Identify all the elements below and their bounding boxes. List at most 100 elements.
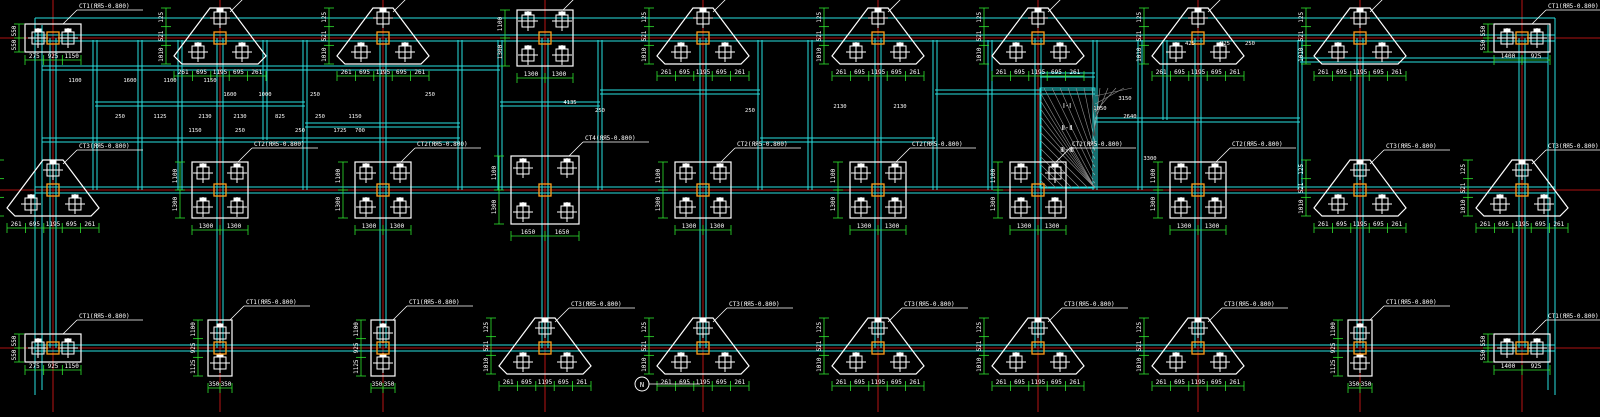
dimension-label: 1010 xyxy=(976,357,983,372)
dimension-label: 1195 xyxy=(871,69,886,76)
cap-top-5: CT3(ЯЯ5-0.800) xyxy=(656,0,750,65)
hatch-line xyxy=(1039,163,1065,189)
triangular-pile-cap xyxy=(1313,159,1407,217)
dimension-label: 1300 xyxy=(362,223,377,230)
pile-tick xyxy=(362,197,370,202)
square-pile-cap xyxy=(354,161,412,219)
cap-label: CT2(ЯЯ5-0.800) xyxy=(912,141,963,148)
dimension-label: 261 xyxy=(576,379,587,386)
dimension-label: 1100 xyxy=(353,322,360,337)
column-square xyxy=(46,341,60,355)
pile-tick xyxy=(396,197,404,202)
room-dimension-text: 250 xyxy=(425,92,435,98)
dimension-label: 1010 xyxy=(1298,199,1305,214)
column-square xyxy=(213,31,227,45)
dimension-label: 1010 xyxy=(1136,357,1143,372)
room-dimension-text: 1000 xyxy=(258,92,271,98)
room-dimension-text: 1100 xyxy=(68,78,81,84)
dimension-label: 1400 xyxy=(1501,363,1516,370)
dimension-label: 125 xyxy=(641,322,648,333)
pile-tick xyxy=(1533,338,1541,343)
pile-tick xyxy=(64,338,72,343)
dimension-label: 1125 xyxy=(353,359,360,374)
room-dimension-text: 250 xyxy=(745,108,755,114)
dimension-label: 261 xyxy=(178,69,189,76)
triangular-pile-cap xyxy=(1313,7,1407,65)
dimension-label: 1010 xyxy=(641,47,648,62)
cap-label: CT1(ЯЯ5-0.800) xyxy=(79,313,130,320)
cap-top-7: CT3(ЯЯ5-0.800) xyxy=(991,0,1085,65)
column-square xyxy=(46,31,60,45)
leader-line xyxy=(400,147,416,163)
leader-line xyxy=(1047,0,1061,13)
cap-label: CT2(ЯЯ5-0.800) xyxy=(1072,141,1123,148)
cap-label: CT2(ЯЯ5-0.800) xyxy=(417,141,468,148)
dimension-label: 695 xyxy=(558,379,569,386)
pile-tick xyxy=(1056,42,1064,47)
dimension-label: 1100 xyxy=(491,165,498,180)
column-square xyxy=(1031,31,1045,45)
leader-line xyxy=(1047,307,1063,323)
dimension-label: 1300 xyxy=(524,71,539,78)
dimension-label: 550 xyxy=(11,25,18,36)
hatch-line xyxy=(1039,99,1096,189)
triangular-pile-cap xyxy=(1151,317,1245,375)
dimension-label: 925 xyxy=(48,53,59,60)
dimension-label: 695 xyxy=(1174,379,1185,386)
dimension-label: 1100 xyxy=(655,168,662,183)
pile-tick xyxy=(1194,8,1202,13)
pile-tick xyxy=(563,202,571,207)
end-pile-cap xyxy=(1493,333,1551,363)
cap-top-10: CT1(ЯЯ5-0.800) xyxy=(1493,3,1600,53)
dimension-label: 695 xyxy=(1051,69,1062,76)
stair-note: Ⅱ-Ⅱ xyxy=(1061,124,1072,132)
dimension-label: 1010 xyxy=(976,47,983,62)
dimension-label: 695 xyxy=(1373,69,1384,76)
dimension-label: 1100 xyxy=(1330,322,1337,337)
column-square xyxy=(213,341,227,355)
cap-bottom-6: CT3(ЯЯ5-0.800) xyxy=(831,301,968,375)
dimension-label: 1125 xyxy=(190,359,197,374)
pile-tick xyxy=(199,163,207,168)
dimension-label: 695 xyxy=(679,379,690,386)
dimension-label: 550 xyxy=(11,335,18,346)
pile-tick xyxy=(71,194,79,199)
cap-bottom-7: CT3(ЯЯ5-0.800) xyxy=(991,301,1128,375)
cap-label: CT1(ЯЯ5-0.800) xyxy=(409,299,460,306)
dimension-label: 695 xyxy=(716,379,727,386)
dimension-label: 521 xyxy=(1136,30,1143,41)
dimension-label: 1195 xyxy=(1191,69,1206,76)
pile-tick xyxy=(238,42,246,47)
beam-layer xyxy=(34,17,1556,395)
dimension-label: 1300 xyxy=(1177,223,1192,230)
square-pile-cap xyxy=(1169,161,1227,219)
dimension-label: 261 xyxy=(11,221,22,228)
cap-label: CT2(ЯЯ5-0.800) xyxy=(1232,141,1283,148)
leader-line xyxy=(720,147,736,163)
leader-line xyxy=(1531,9,1547,25)
stair-note: Ⅰ-Ⅰ xyxy=(1063,102,1071,110)
room-dimension-text: 825 xyxy=(1220,41,1230,47)
dimension-label: 261 xyxy=(909,69,920,76)
leader-line xyxy=(1207,307,1223,323)
room-dimension-text: 250 xyxy=(1245,41,1255,47)
pile-tick xyxy=(857,163,865,168)
dimension-label: 695 xyxy=(1336,69,1347,76)
pile-tick xyxy=(857,197,865,202)
hatch-line xyxy=(1043,87,1096,185)
dimension-label: 1195 xyxy=(1191,379,1206,386)
pile-tick xyxy=(1334,194,1342,199)
column-square xyxy=(376,31,390,45)
dimension-label: 1300 xyxy=(682,223,697,230)
dimension-label: 521 xyxy=(1298,30,1305,41)
dimension-label: 1195 xyxy=(871,379,886,386)
cap-bottom-2: CT1(ЯЯ5-0.800) xyxy=(207,299,310,377)
dimension-label: 1010 xyxy=(483,357,490,372)
column-square xyxy=(1031,183,1045,197)
dimension-label: 125 xyxy=(976,322,983,333)
dimension-label: 350 xyxy=(1361,381,1372,388)
dimension-label: 695 xyxy=(716,69,727,76)
pile-tick xyxy=(396,163,404,168)
dimension-label: 1300 xyxy=(710,223,725,230)
cap-label: CT3(ЯЯ5-0.800) xyxy=(571,301,622,308)
